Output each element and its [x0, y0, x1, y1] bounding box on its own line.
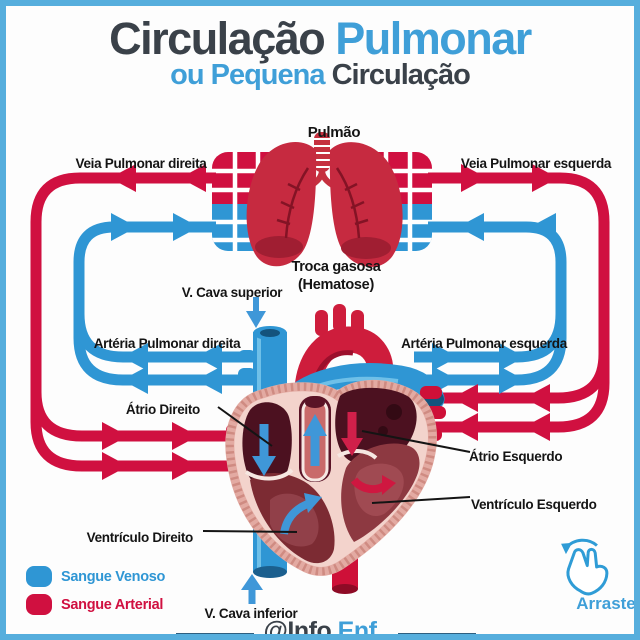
footer-divider-right	[398, 633, 476, 634]
intracardiac-arrows	[252, 412, 396, 535]
trachea	[306, 132, 338, 190]
swipe-hand-icon	[561, 538, 609, 596]
label-veia-pulmonar-direita: Veia Pulmonar direita	[75, 156, 207, 171]
venous-swatch	[26, 566, 52, 587]
legend-row-arterial: Sangue Arterial	[26, 594, 165, 615]
lungs-illustration	[246, 132, 403, 267]
label-troca-gasosa: Troca gasosa	[291, 259, 381, 275]
label-atrio-esquerdo: Átrio Esquerdo	[469, 449, 563, 464]
arterial-swatch	[26, 594, 52, 615]
label-hematose: (Hematose)	[298, 277, 374, 293]
label-arteria-pulmonar-esquerda: Artéria Pulmonar esquerda	[401, 336, 567, 351]
footer-divider-left	[176, 633, 254, 634]
label-v-cava-inferior: V. Cava inferior	[204, 606, 298, 621]
legend-row-venous: Sangue Venoso	[26, 566, 165, 587]
label-ventriculo-direito: Ventrículo Direito	[86, 530, 194, 545]
lung-right-lobe	[329, 142, 403, 267]
cava-direction-arrows	[241, 297, 266, 604]
legend-venous-label: Sangue Venoso	[61, 568, 166, 585]
label-ventriculo-esquerdo: Ventrículo Esquerdo	[471, 497, 597, 512]
valve-lines	[244, 449, 378, 481]
page-title: Circulação Pulmonar ou Pequena Circulaçã…	[6, 16, 634, 90]
legend: Sangue Venoso Sangue Arterial	[26, 566, 165, 622]
label-veia-pulmonar-esquerda: Veia Pulmonar esquerda	[460, 156, 612, 171]
handle-dark-part: @Info.	[263, 617, 339, 640]
lung-left-lobe	[246, 142, 317, 267]
footer-handle: @Info.Enf	[6, 617, 634, 640]
vessel-pipes	[30, 172, 610, 472]
diagram-artwork	[30, 132, 610, 604]
aorta	[293, 304, 394, 415]
handle-accent-part: Enf	[337, 617, 377, 640]
label-atrio-direito: Átrio Direito	[125, 402, 200, 417]
drag-hint-label: Arraste	[576, 594, 636, 613]
pulmonary-vein-left-pipe	[428, 172, 610, 433]
subtitle-part-dark: Circulação	[331, 59, 471, 91]
title-part-blue: Pulmonar	[335, 13, 532, 64]
venous-flow-arrows	[111, 213, 556, 394]
legend-arterial-label: Sangue Arterial	[61, 596, 164, 613]
label-arteria-pulmonar-direita: Artéria Pulmonar direita	[93, 336, 241, 351]
label-pulmao: Pulmão	[307, 124, 361, 141]
title-part-dark: Circulação	[109, 13, 326, 64]
pointer-lines	[202, 406, 471, 533]
subtitle-part-blue: ou Pequena	[170, 59, 325, 91]
pulmonary-vein-right-pipe	[30, 172, 246, 472]
label-v-cava-superior: V. Cava superior	[181, 285, 283, 300]
